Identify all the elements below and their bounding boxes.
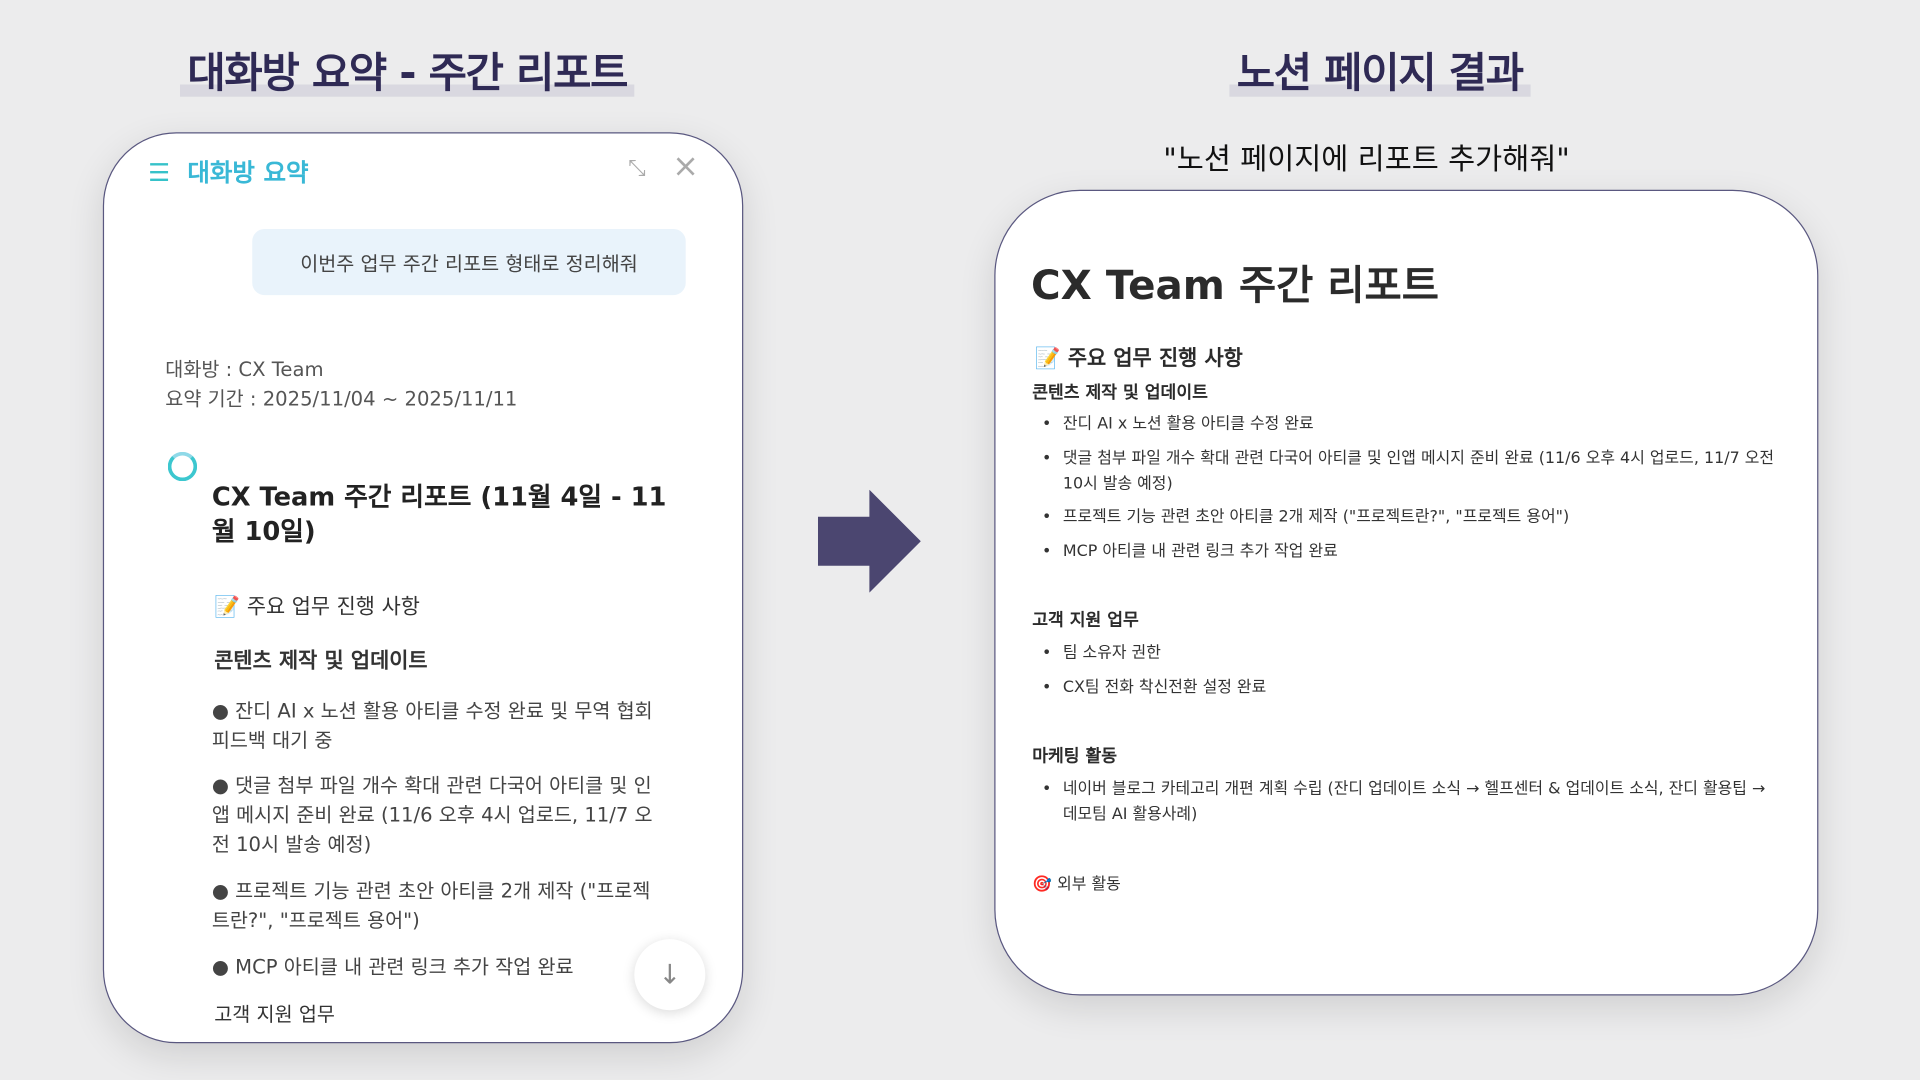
list-item-text: 네이버 블로그 카테고리 개편 계획 수립 (잔디 업데이트 소식 → 헬프센터… (1062, 780, 1766, 825)
notion-heading: 📝 주요 업무 진행 사항 (1034, 346, 1243, 372)
notion-subheading: 마케팅 활동 (1032, 746, 1118, 767)
room-name: 대화방 : CX Team (165, 357, 324, 381)
list-item: ● MCP 아티클 내 관련 링크 추가 작업 완료 (211, 955, 574, 979)
subsection-heading: 콘텐츠 제작 및 업데이트 (214, 648, 428, 674)
external-activity-heading: 🎯 외부 활동 (1032, 875, 1121, 894)
chat-summary-panel: ☰ 대화방 요약 ⤡ × 이번주 업무 주간 리포트 형태로 정리해줘 대화방 … (102, 132, 744, 1044)
scroll-down-button[interactable]: ↓ (634, 939, 706, 1011)
list-item: •팀 소유자 권한 (1042, 640, 1777, 666)
right-title: 노션 페이지 결과 (1229, 39, 1531, 99)
list-item-text: MCP 아티클 내 관련 링크 추가 작업 완료 (1062, 542, 1338, 561)
list-item: •잔디 AI x 노션 활용 아티클 수정 완료 (1042, 411, 1777, 437)
left-title: 대화방 요약 - 주간 리포트 (180, 39, 635, 99)
prompt-quote: "노션 페이지에 리포트 추가해줘" (1163, 142, 1570, 177)
left-title-text: 대화방 요약 - 주간 리포트 (187, 48, 628, 98)
list-item-text: 프로젝트 기능 관련 초안 아티클 2개 제작 ("프로젝트란?", "프로젝트… (1062, 508, 1570, 527)
next-section-heading: 고객 지원 업무 (214, 1002, 335, 1027)
list-item: •네이버 블로그 카테고리 개편 계획 수립 (잔디 업데이트 소식 → 헬프센… (1042, 776, 1777, 827)
report-title: CX Team 주간 리포트 (11월 4일 - 11월 10일) (211, 482, 667, 547)
list-item-text: 댓글 첨부 파일 개수 확대 관련 다국어 아티클 및 인앱 메시지 준비 완료… (1062, 449, 1775, 494)
user-message-bubble: 이번주 업무 주간 리포트 형태로 정리해줘 (252, 228, 686, 296)
collapse-icon[interactable]: ⤡ (628, 155, 646, 182)
list-item-text: 잔디 AI x 노션 활용 아티클 수정 완료 (1062, 415, 1314, 434)
panel-header-title: 대화방 요약 (187, 157, 309, 188)
right-title-text: 노션 페이지 결과 (1236, 48, 1524, 98)
right-arrow-icon (817, 489, 921, 593)
list-item: ● 잔디 AI x 노션 활용 아티클 수정 완료 및 무역 협회 피드백 대기… (211, 699, 653, 752)
notion-page-panel: CX Team 주간 리포트 📝 주요 업무 진행 사항 콘텐츠 제작 및 업데… (994, 189, 1819, 996)
notion-subheading: 콘텐츠 제작 및 업데이트 (1032, 383, 1208, 403)
list-item-text: CX팀 전화 착신전환 설정 완료 (1062, 678, 1267, 697)
close-icon[interactable]: × (672, 148, 699, 185)
list-item-text: 팀 소유자 권한 (1062, 644, 1161, 663)
notion-subheading: 고객 지원 업무 (1032, 611, 1139, 631)
list-item: •MCP 아티클 내 관련 링크 추가 작업 완료 (1042, 539, 1777, 565)
list-item: •CX팀 전화 착신전환 설정 완료 (1042, 675, 1777, 701)
list-item: ● 댓글 첨부 파일 개수 확대 관련 다국어 아티클 및 인앱 메시지 준비 … (211, 773, 653, 856)
list-item: ● 프로젝트 기능 관련 초안 아티클 2개 제작 ("프로젝트란?", "프로… (211, 879, 651, 932)
notion-page-title: CX Team 주간 리포트 (1031, 260, 1439, 309)
list-item: •댓글 첨부 파일 개수 확대 관련 다국어 아티클 및 인앱 메시지 준비 완… (1042, 446, 1777, 497)
section-heading: 📝 주요 업무 진행 사항 (214, 595, 420, 620)
summary-period: 요약 기간 : 2025/11/04 ~ 2025/11/11 (165, 386, 518, 411)
arrow-down-icon: ↓ (658, 959, 682, 991)
list-item: •프로젝트 기능 관련 초안 아티클 2개 제작 ("프로젝트란?", "프로젝… (1042, 504, 1777, 530)
loading-spinner-icon (167, 451, 198, 482)
summary-sparkle-icon: ☰ (148, 157, 171, 188)
